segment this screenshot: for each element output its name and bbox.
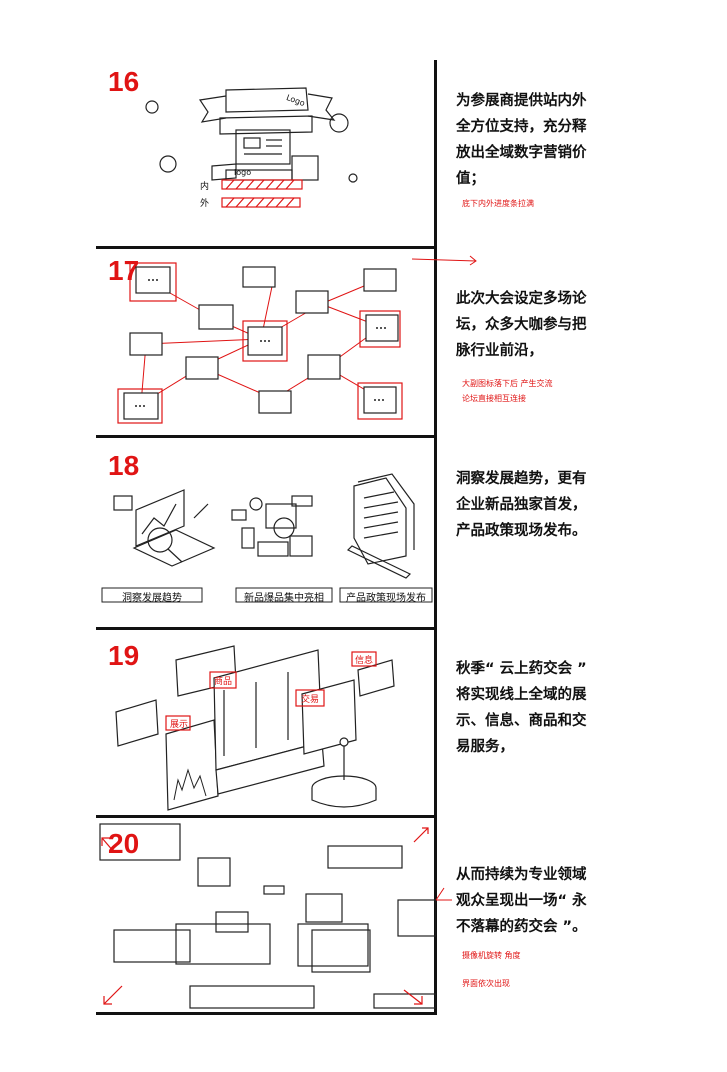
- frame-number: 19: [108, 640, 140, 671]
- caption-new-products: 新品爆品集中亮相: [244, 593, 324, 604]
- caption-trend: 洞察发展趋势: [122, 593, 182, 604]
- frame-17-note: 大副图标落下后 产生交流 论坛直接相互连接: [462, 379, 553, 403]
- frame-border: [96, 246, 436, 249]
- frame-20-sketch: [99, 823, 436, 1009]
- caption-policy: 产品政策现场发布: [346, 593, 426, 604]
- frame-17-description: 此次大会设定多场论 坛，众多大咖参与把 脉行业前沿，: [456, 291, 587, 359]
- frame-number: 18: [108, 450, 140, 481]
- frame-16: 16 Logo log: [96, 60, 436, 246]
- frame-17-network: [117, 262, 403, 424]
- frame-18-description: 洞察发展趋势，更有 企业新品独家首发， 产品政策现场发布。: [456, 471, 587, 539]
- tag-info: 信息: [355, 656, 374, 666]
- frame-16-sketch: [145, 87, 358, 208]
- inner-progress-label: 内: [200, 182, 210, 192]
- frame-19-sketch: [115, 645, 395, 811]
- frame-number: 16: [108, 66, 140, 97]
- frame-number: 17: [108, 255, 140, 286]
- frame-border: [96, 435, 436, 438]
- frame-17: 17: [96, 249, 436, 435]
- logo-label: logo: [234, 168, 252, 177]
- frame-18: 18: [96, 438, 436, 627]
- frame-border: [96, 627, 436, 630]
- frame-20-note: 摄像机旋转 角度 界面依次出现: [462, 951, 521, 988]
- frame-20: 20: [96, 818, 436, 1012]
- tag-trade: 交易: [301, 695, 320, 705]
- frame-18-sketch: [101, 473, 433, 603]
- frame-16-note: 底下内外进度条拉满: [462, 199, 534, 208]
- tag-products: 商品: [214, 677, 233, 687]
- timeline-divider: [434, 60, 437, 1015]
- outer-progress-label: 外: [200, 199, 210, 209]
- frame-border: [96, 815, 436, 818]
- frame-16-description: 为参展商提供站内外 全方位支持，充分释 放出全域数字营销价 值；: [456, 93, 587, 187]
- frame-19: 19 展示 商品 交易 信息: [96, 630, 436, 815]
- frame-20-description: 从而持续为专业领域 观众呈现出一场“ 永 不落幕的药交会 ”。: [456, 867, 587, 935]
- frame-border: [96, 1012, 436, 1015]
- frame-19-description: 秋季“ 云上药交会 ” 将实现线上全域的展 示、信息、商品和交 易服务，: [456, 661, 587, 755]
- tag-display: 展示: [170, 720, 189, 730]
- frame-number: 20: [108, 828, 140, 859]
